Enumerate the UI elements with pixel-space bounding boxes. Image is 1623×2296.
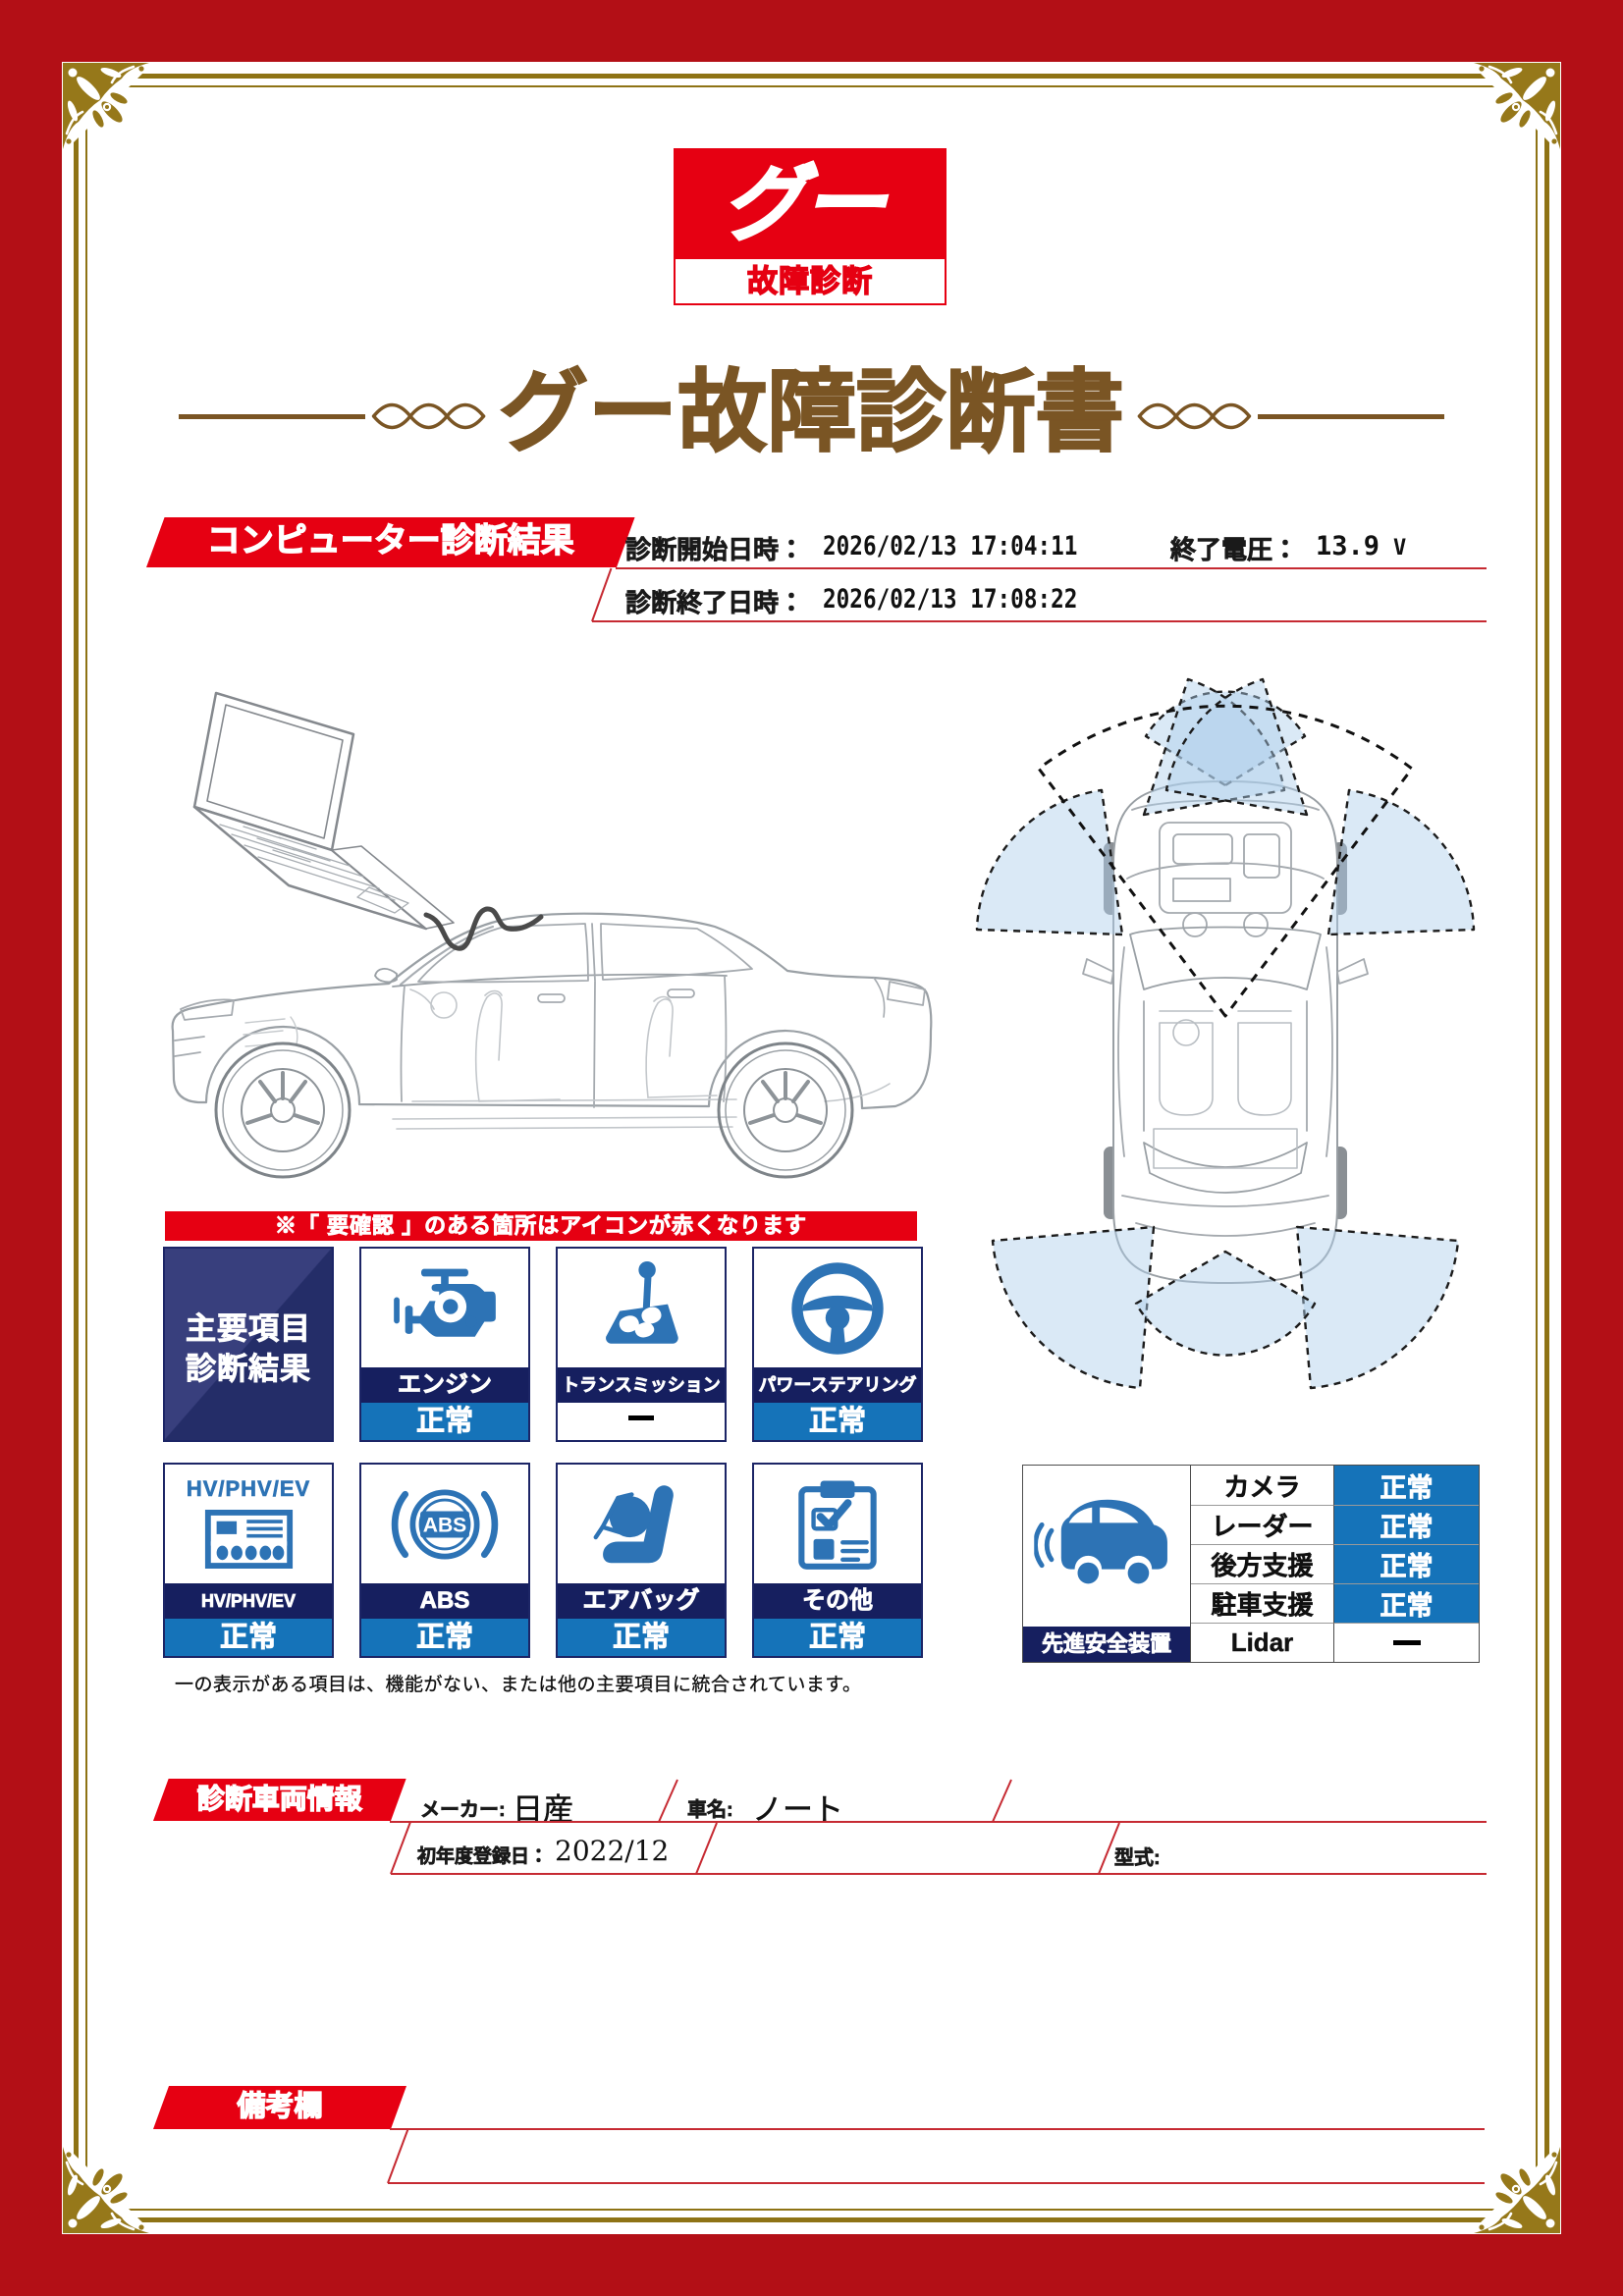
section-label-remarks: 備考欄	[237, 2090, 323, 2122]
tile-status-text: 正常	[612, 1622, 671, 1654]
maker-value: 日産	[513, 1792, 574, 1828]
tile-icon-area: HV/PHV/EV	[165, 1465, 332, 1583]
tile-status: 正常	[754, 1619, 921, 1656]
model-code-label: 型式:	[1114, 1847, 1161, 1870]
tile-label: ABS	[361, 1583, 528, 1619]
title-rule-left	[178, 413, 365, 419]
safety-row-status	[1334, 1623, 1479, 1662]
safety-row-label: 後方支援	[1191, 1544, 1334, 1583]
diagnosis-start-value: 2026/02/13 17:04:11	[823, 531, 1078, 561]
gold-frame-outer	[74, 74, 1549, 2222]
tile-icon-area	[361, 1249, 528, 1367]
tile-label: エアバッグ	[558, 1583, 725, 1619]
safety-row-label: カメラ	[1191, 1466, 1334, 1505]
goo-logo-subtitle: 故障診断	[746, 263, 873, 298]
safety-row-status: 正常	[1334, 1466, 1479, 1505]
main-items-header-tile: 主要項目診断結果	[163, 1247, 334, 1442]
car-top-view-sensors-illustration	[975, 677, 1476, 1390]
corner-ornament-icon	[1470, 63, 1560, 153]
diagnosis-end-value: 2026/02/13 17:08:22	[823, 584, 1078, 614]
tile-status-text: 正常	[808, 1406, 867, 1438]
airbag-icon	[582, 1477, 700, 1572]
section-label-vehicle-info: 診断車両情報	[196, 1783, 362, 1814]
tile-status: 正常	[558, 1619, 725, 1656]
tile-label: その他	[754, 1583, 921, 1619]
tile-icon-area	[361, 1465, 528, 1583]
abs-icon	[386, 1477, 504, 1572]
section-band-computer-diagnosis: コンピューター診断結果	[146, 517, 635, 567]
tile-status-text: 正常	[219, 1622, 278, 1654]
goo-logo-wordmark: グー	[717, 157, 903, 252]
diagnosis-tile-steering: パワーステアリング正常	[752, 1247, 923, 1442]
tile-status: 正常	[165, 1619, 332, 1656]
diagnosis-tile-other: その他正常	[752, 1463, 923, 1658]
tile-label: HV/PHV/EV	[165, 1583, 332, 1619]
safety-table-title: 先進安全装置	[1023, 1627, 1190, 1662]
diagnosis-start-label: 診断開始日時：	[625, 535, 805, 565]
voltage-value: 13.9	[1316, 531, 1380, 561]
title-rule-right	[1258, 413, 1444, 419]
tile-status	[558, 1403, 725, 1440]
safety-car-icon	[1023, 1466, 1190, 1627]
first-registration-value: 2022/12	[555, 1835, 670, 1867]
first-registration-label: 初年度登録日：	[417, 1846, 549, 1868]
maker-label: メーカー:	[420, 1799, 506, 1822]
goo-logo: グー 故障診断	[674, 148, 947, 305]
corner-ornament-icon	[63, 63, 153, 153]
tile-icon-area	[558, 1465, 725, 1583]
diagnosis-tile-airbag: エアバッグ正常	[556, 1463, 727, 1658]
diagnosis-tile-transmission: トランスミッション	[556, 1247, 727, 1442]
tile-status: 正常	[361, 1619, 528, 1656]
tile-status: 正常	[361, 1403, 528, 1440]
tile-icon-caption: HV/PHV/EV	[186, 1475, 311, 1501]
engine-icon	[386, 1261, 504, 1356]
safety-row-label: レーダー	[1191, 1505, 1334, 1544]
other-icon	[779, 1477, 896, 1572]
car-side-wireframe-illustration	[171, 691, 933, 1179]
tile-status: 正常	[754, 1403, 921, 1440]
tile-icon-area	[754, 1249, 921, 1367]
main-items-header-text: 主要項目診断結果	[186, 1311, 311, 1386]
section-band-vehicle-info: 診断車両情報	[153, 1779, 406, 1821]
title-row: グー故障診断書	[62, 359, 1561, 473]
voltage-label: 終了電圧：	[1170, 535, 1299, 565]
safety-row-label: Lidar	[1191, 1623, 1334, 1662]
flourish-right-icon	[1131, 395, 1255, 438]
tile-status-dash	[628, 1415, 654, 1421]
car-name-label: 車名:	[687, 1799, 733, 1822]
safety-row-status: 正常	[1334, 1544, 1479, 1583]
tile-label: エンジン	[361, 1367, 528, 1403]
corner-ornament-icon	[1470, 2143, 1560, 2233]
transmission-icon	[582, 1261, 700, 1356]
safety-row-status: 正常	[1334, 1583, 1479, 1623]
safety-row-label: 駐車支援	[1191, 1583, 1334, 1623]
hv-icon	[202, 1502, 296, 1576]
page-title: グー故障診断書	[498, 362, 1125, 462]
car-name-value: ノート	[752, 1792, 844, 1828]
safety-car-cell: 先進安全装置	[1023, 1466, 1191, 1662]
tile-status-text: 正常	[415, 1622, 474, 1654]
tiles-note: 一の表示がある項目は、機能がない、または他の主要項目に統合されています。	[175, 1675, 862, 1695]
corner-ornament-icon	[63, 2143, 153, 2233]
steering-icon	[779, 1261, 896, 1356]
section-band-remarks: 備考欄	[153, 2086, 407, 2129]
tile-label: トランスミッション	[558, 1367, 725, 1403]
notice-bar: ※「 要確認 」のある箇所はアイコンが赤くなります	[165, 1211, 917, 1241]
tile-status-text: 正常	[415, 1406, 474, 1438]
goo-logo-red-box: グー	[676, 150, 945, 259]
diagnosis-end-label: 診断終了日時：	[625, 588, 805, 618]
tile-label: パワーステアリング	[754, 1367, 921, 1403]
tile-status-text: 正常	[808, 1622, 867, 1654]
diagnosis-tile-engine: エンジン正常	[359, 1247, 530, 1442]
section-label-computer-diagnosis: コンピューター診断結果	[206, 521, 574, 560]
gold-frame-inner	[85, 85, 1538, 2211]
voltage-unit: V	[1393, 536, 1407, 561]
safety-row-status: 正常	[1334, 1505, 1479, 1544]
tile-icon-area	[754, 1465, 921, 1583]
flourish-left-icon	[368, 395, 492, 438]
tile-icon-area	[558, 1249, 725, 1367]
